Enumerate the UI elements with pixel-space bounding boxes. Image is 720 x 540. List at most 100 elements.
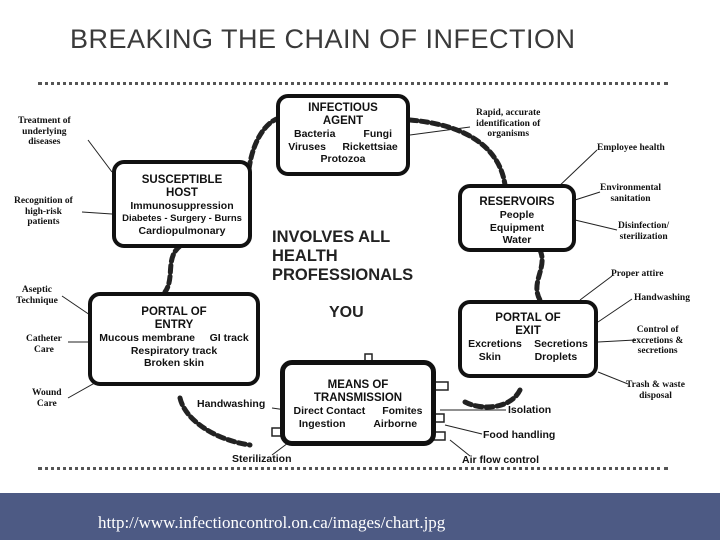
label-control: Control of excretions & secretions xyxy=(632,325,683,357)
pointer-disinfection xyxy=(575,220,617,230)
label-trash: Trash & waste disposal xyxy=(626,380,685,401)
transmission-title-2: TRANSMISSION xyxy=(285,392,431,405)
host-item-immunosuppression: Immunosuppression xyxy=(116,200,248,213)
label-rapid-line-1: Rapid, accurate xyxy=(476,108,540,119)
label-sterilization: Sterilization xyxy=(232,453,292,465)
label-recognition: Recognition of high-risk patients xyxy=(14,196,73,228)
entry-item-respiratory: Respiratory track xyxy=(92,345,256,358)
center-message: INVOLVES ALL HEALTH PROFESSIONALS xyxy=(272,228,432,285)
transmission-item-fomites: Fomites xyxy=(382,405,422,418)
label-aseptic-line-2: Technique xyxy=(16,296,58,307)
host-item-cardiopulmonary: Cardiopulmonary xyxy=(116,225,248,238)
footer-bar: http://www.infectioncontrol.on.ca/images… xyxy=(0,493,720,540)
label-aseptic: Aseptic Technique xyxy=(16,285,58,306)
pointer-environmental xyxy=(575,192,600,200)
label-treatment-line-2: underlying xyxy=(18,127,71,138)
label-environmental: Environmental sanitation xyxy=(600,183,661,204)
label-recognition-line-1: Recognition of xyxy=(14,196,73,207)
label-catheter-line-1: Catheter xyxy=(26,334,62,345)
chain-link-reservoirs-exit xyxy=(537,250,542,300)
label-food-handling: Food handling xyxy=(483,429,555,441)
pointer-control xyxy=(598,340,635,342)
label-isolation: Isolation xyxy=(508,404,551,416)
label-aseptic-line-1: Aseptic xyxy=(16,285,58,296)
pointer-handwashing-right xyxy=(598,299,632,322)
transmission-item-ingestion: Ingestion xyxy=(299,418,346,431)
susceptible-host-box: SUSCEPTIBLE HOST Immunosuppression Diabe… xyxy=(112,160,252,248)
center-line-3: PROFESSIONALS xyxy=(272,266,432,285)
reservoirs-item-equipment: Equipment xyxy=(462,222,572,235)
footer-url: http://www.infectioncontrol.on.ca/images… xyxy=(98,513,445,533)
pointer-attire xyxy=(580,276,612,300)
label-disinfection-line-1: Disinfection/ xyxy=(618,221,669,232)
exit-title-1: PORTAL OF xyxy=(462,312,594,325)
host-title-2: HOST xyxy=(116,187,248,200)
means-of-transmission-box: MEANS OF TRANSMISSION Direct Contact Fomi… xyxy=(280,360,436,446)
host-title-1: SUSCEPTIBLE xyxy=(116,174,248,187)
reservoirs-box: RESERVOIRS People Equipment Water xyxy=(458,184,576,252)
agent-title-1: INFECTIOUS xyxy=(280,102,406,115)
agent-item-fungi: Fungi xyxy=(363,128,392,141)
label-rapid-line-3: organisms xyxy=(476,129,540,140)
infectious-agent-box: INFECTIOUS AGENT Bacteria Fungi Viruses Ri… xyxy=(276,94,410,176)
portal-of-exit-box: PORTAL OF EXIT Excretions Secretions Skin… xyxy=(458,300,598,378)
label-employee-health: Employee health xyxy=(597,143,665,154)
entry-item-mucous: Mucous membrane xyxy=(99,332,195,345)
entry-title-2: ENTRY xyxy=(92,319,256,332)
transmission-item-direct: Direct Contact xyxy=(293,405,365,418)
exit-item-droplets: Droplets xyxy=(535,351,578,364)
reservoirs-item-people: People xyxy=(462,209,572,222)
label-wound: Wound Care xyxy=(32,388,62,409)
label-trash-line-2: disposal xyxy=(626,391,685,402)
center-line-1: INVOLVES ALL xyxy=(272,228,432,247)
host-item-diabetes: Diabetes - Surgery - Burns xyxy=(116,213,248,226)
entry-title-1: PORTAL OF xyxy=(92,306,256,319)
label-treatment-line-1: Treatment of xyxy=(18,116,71,127)
pointer-recognition xyxy=(82,212,112,214)
label-air-flow-control: Air flow control xyxy=(462,454,539,466)
exit-item-secretions: Secretions xyxy=(534,338,588,351)
label-control-line-1: Control of xyxy=(632,325,683,336)
center-line-2: HEALTH xyxy=(272,247,432,266)
agent-item-protozoa: Protozoa xyxy=(280,153,406,166)
label-handwashing-right: Handwashing xyxy=(634,293,690,304)
pointer-aseptic xyxy=(62,296,90,315)
label-environmental-line-1: Environmental xyxy=(600,183,661,194)
exit-title-2: EXIT xyxy=(462,325,594,338)
label-control-line-3: secretions xyxy=(632,346,683,357)
label-disinfection: Disinfection/ sterilization xyxy=(618,221,669,242)
pointer-treatment xyxy=(88,140,112,172)
label-rapid-line-2: identification of xyxy=(476,119,540,130)
agent-title-2: AGENT xyxy=(280,115,406,128)
label-treatment: Treatment of underlying diseases xyxy=(18,116,71,148)
entry-item-broken-skin: Broken skin xyxy=(92,357,256,370)
label-proper-attire: Proper attire xyxy=(611,269,664,280)
exit-item-skin: Skin xyxy=(479,351,501,364)
entry-item-gi: GI track xyxy=(210,332,249,345)
transmission-title-1: MEANS OF xyxy=(285,379,431,392)
agent-item-bacteria: Bacteria xyxy=(294,128,335,141)
label-recognition-line-3: patients xyxy=(14,217,73,228)
label-recognition-line-2: high-risk xyxy=(14,207,73,218)
pointer-food xyxy=(445,425,482,434)
label-treatment-line-3: diseases xyxy=(18,137,71,148)
label-control-line-2: excretions & xyxy=(632,336,683,347)
label-wound-line-2: Care xyxy=(32,399,62,410)
reservoirs-title: RESERVOIRS xyxy=(462,196,572,209)
pointer-trash xyxy=(598,372,628,384)
agent-item-viruses: Viruses xyxy=(288,141,326,154)
label-rapid: Rapid, accurate identification of organi… xyxy=(476,108,540,140)
label-wound-line-1: Wound xyxy=(32,388,62,399)
label-environmental-line-2: sanitation xyxy=(600,194,661,205)
label-catheter-line-2: Care xyxy=(26,345,62,356)
label-catheter: Catheter Care xyxy=(26,334,62,355)
transmission-item-airborne: Airborne xyxy=(373,418,417,431)
label-handwashing-bottom: Handwashing xyxy=(197,398,265,410)
label-trash-line-1: Trash & waste xyxy=(626,380,685,391)
label-disinfection-line-2: sterilization xyxy=(618,232,669,243)
center-you: YOU xyxy=(329,304,364,322)
chain-link-host-entry xyxy=(165,246,180,292)
exit-item-excretions: Excretions xyxy=(468,338,522,351)
agent-item-rickettsiae: Rickettsiae xyxy=(342,141,397,154)
